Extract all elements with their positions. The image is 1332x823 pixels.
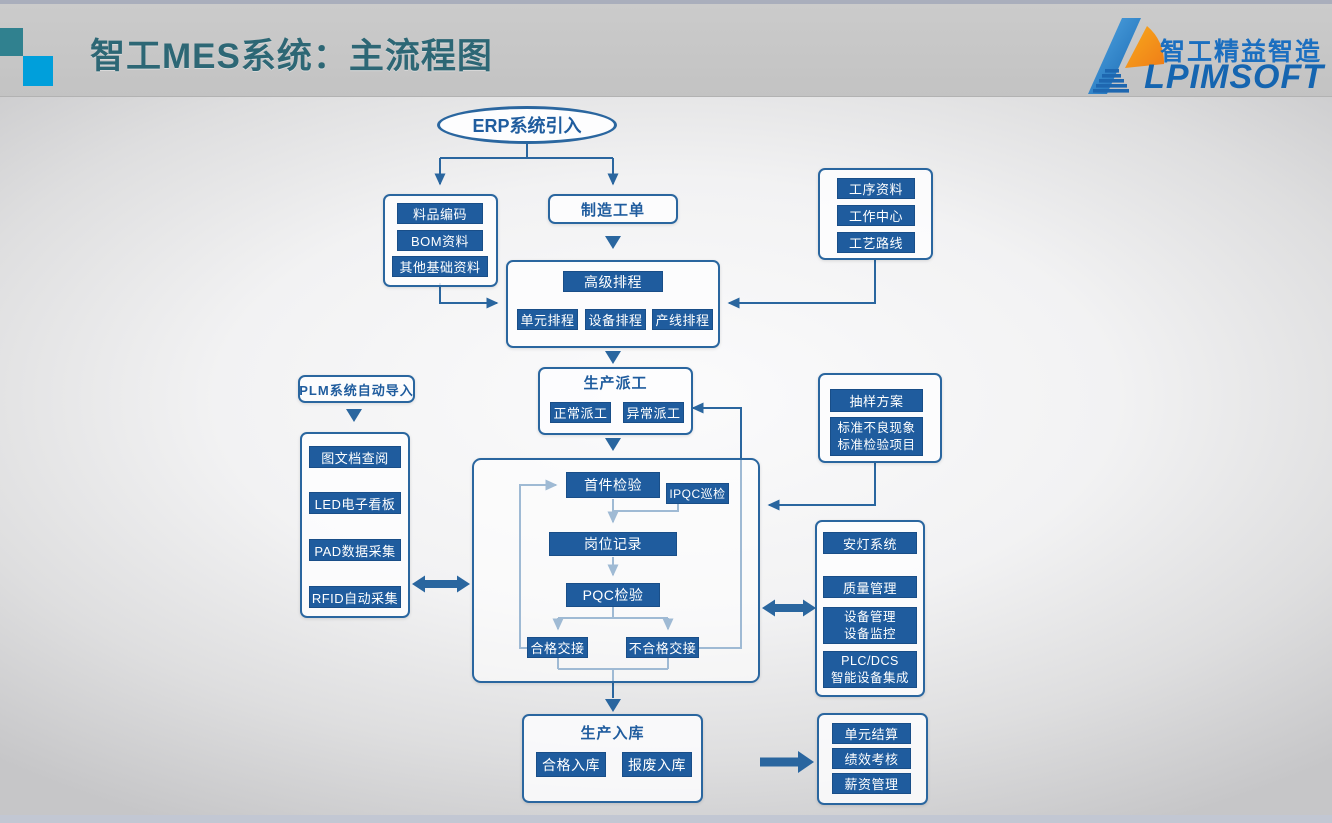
node-station-record: 岗位记录	[549, 532, 677, 556]
logo-icon	[1088, 18, 1165, 94]
logo-text-cn: 智工精益智造	[1159, 38, 1322, 66]
node-andon: 安灯系统	[823, 532, 917, 554]
header-band: 智工MES系统：主流程图	[0, 4, 1332, 97]
node-unit-settle: 单元结算	[832, 723, 911, 744]
node-first-inspect: 首件检验	[566, 472, 660, 498]
node-pqc: PQC检验	[566, 583, 660, 607]
node-work-center: 工作中心	[837, 205, 915, 226]
arrow-plm-to-group	[346, 409, 362, 422]
node-plm-box	[298, 375, 415, 403]
node-ipqc: IPQC巡检	[666, 483, 729, 504]
node-aps: 高级排程	[563, 271, 663, 292]
node-scrap-in: 报废入库	[622, 752, 692, 777]
arrow-dispatch-to-exec	[605, 438, 621, 451]
deco-square-teal	[0, 28, 23, 56]
node-process-data: 工序资料	[837, 178, 915, 199]
node-doc-view: 图文档查阅	[309, 446, 401, 468]
edge-process-to-aps	[727, 260, 876, 309]
node-bom: BOM资料	[397, 230, 483, 251]
thick-arrow-exec-andon	[762, 599, 816, 617]
node-unit-sched: 单元排程	[517, 309, 578, 330]
node-standards: 标准不良现象 标准检验项目	[830, 417, 923, 456]
node-pad-collect: PAD数据采集	[309, 539, 401, 561]
node-salary-mgmt: 薪资管理	[832, 773, 911, 794]
node-perf-review: 绩效考核	[832, 748, 911, 769]
node-mfg-order-box	[548, 194, 678, 224]
node-item-code: 料品编码	[397, 203, 483, 224]
bottom-strip	[0, 815, 1332, 823]
arrow-aps-to-dispatch	[605, 351, 621, 364]
node-normal-dispatch: 正常派工	[550, 402, 611, 423]
node-pass-in: 合格入库	[536, 752, 606, 777]
node-routing: 工艺路线	[837, 232, 915, 253]
node-plc-dcs: PLC/DCS 智能设备集成	[823, 651, 917, 688]
node-plm: PLM系统自动导入	[299, 382, 414, 398]
logo-text-en: LPIMSOFT	[1144, 58, 1324, 96]
node-equip-mgmt: 设备管理 设备监控	[823, 607, 917, 644]
node-equip-sched: 设备排程	[585, 309, 646, 330]
node-erp: ERP系统引入	[437, 106, 617, 144]
logo: 智工精益智造 LPIMSOFT	[1078, 10, 1328, 98]
node-pass-handover: 合格交接	[527, 637, 588, 658]
node-dispatch: 生产派工	[583, 374, 648, 392]
edge-sampling-to-exec	[767, 463, 876, 511]
node-mfg-order: 制造工单	[580, 201, 645, 219]
top-strip	[0, 0, 1332, 4]
arrow-to-warehouse	[605, 699, 621, 712]
node-other-base: 其他基础资料	[392, 256, 488, 277]
group-dispatch	[538, 367, 693, 435]
arrow-order-to-aps	[605, 236, 621, 249]
node-abnormal-dispatch: 异常派工	[623, 402, 684, 423]
node-fail-handover: 不合格交接	[626, 637, 699, 658]
node-rfid-collect: RFID自动采集	[309, 586, 401, 608]
thick-arrow-plm-exec	[412, 575, 470, 593]
node-line-sched: 产线排程	[652, 309, 713, 330]
node-sampling: 抽样方案	[830, 389, 923, 412]
deco-square-blue	[23, 56, 53, 86]
thick-arrow-warehouse-settle	[760, 751, 814, 773]
node-warehouse: 生产入库	[580, 724, 645, 742]
node-quality-mgmt: 质量管理	[823, 576, 917, 598]
node-led-board: LED电子看板	[309, 492, 401, 514]
page-title: 智工MES系统：主流程图	[90, 37, 493, 76]
